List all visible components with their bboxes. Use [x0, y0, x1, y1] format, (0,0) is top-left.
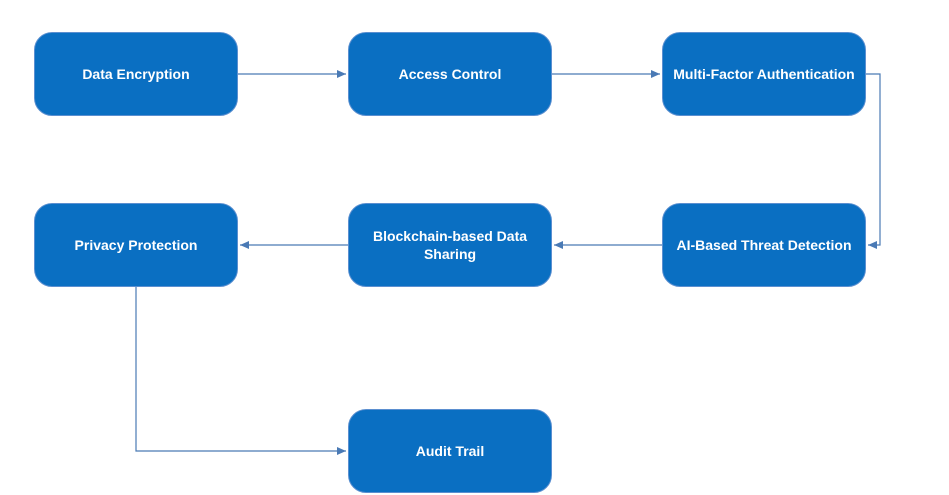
node-data-encryption: Data Encryption [34, 32, 238, 116]
node-label: Data Encryption [82, 66, 190, 82]
node-label: Multi-Factor Authentication [673, 66, 855, 82]
node-label: AI-Based Threat Detection [676, 237, 852, 253]
arrow-mfa-to-threat-detection [866, 73, 881, 249]
arrow-privacy-to-audit [135, 287, 346, 455]
node-access-control: Access Control [348, 32, 552, 116]
node-multi-factor-authentication: Multi-Factor Authentication [662, 32, 866, 116]
node-audit-trail: Audit Trail [348, 409, 552, 493]
node-label: Blockchain-based Data Sharing [372, 228, 528, 262]
node-privacy-protection: Privacy Protection [34, 203, 238, 287]
node-blockchain-data-sharing: Blockchain-based Data Sharing [348, 203, 552, 287]
node-label: Audit Trail [415, 443, 485, 459]
node-ai-threat-detection: AI-Based Threat Detection [662, 203, 866, 287]
node-label: Access Control [398, 66, 502, 82]
node-label: Privacy Protection [74, 237, 198, 253]
